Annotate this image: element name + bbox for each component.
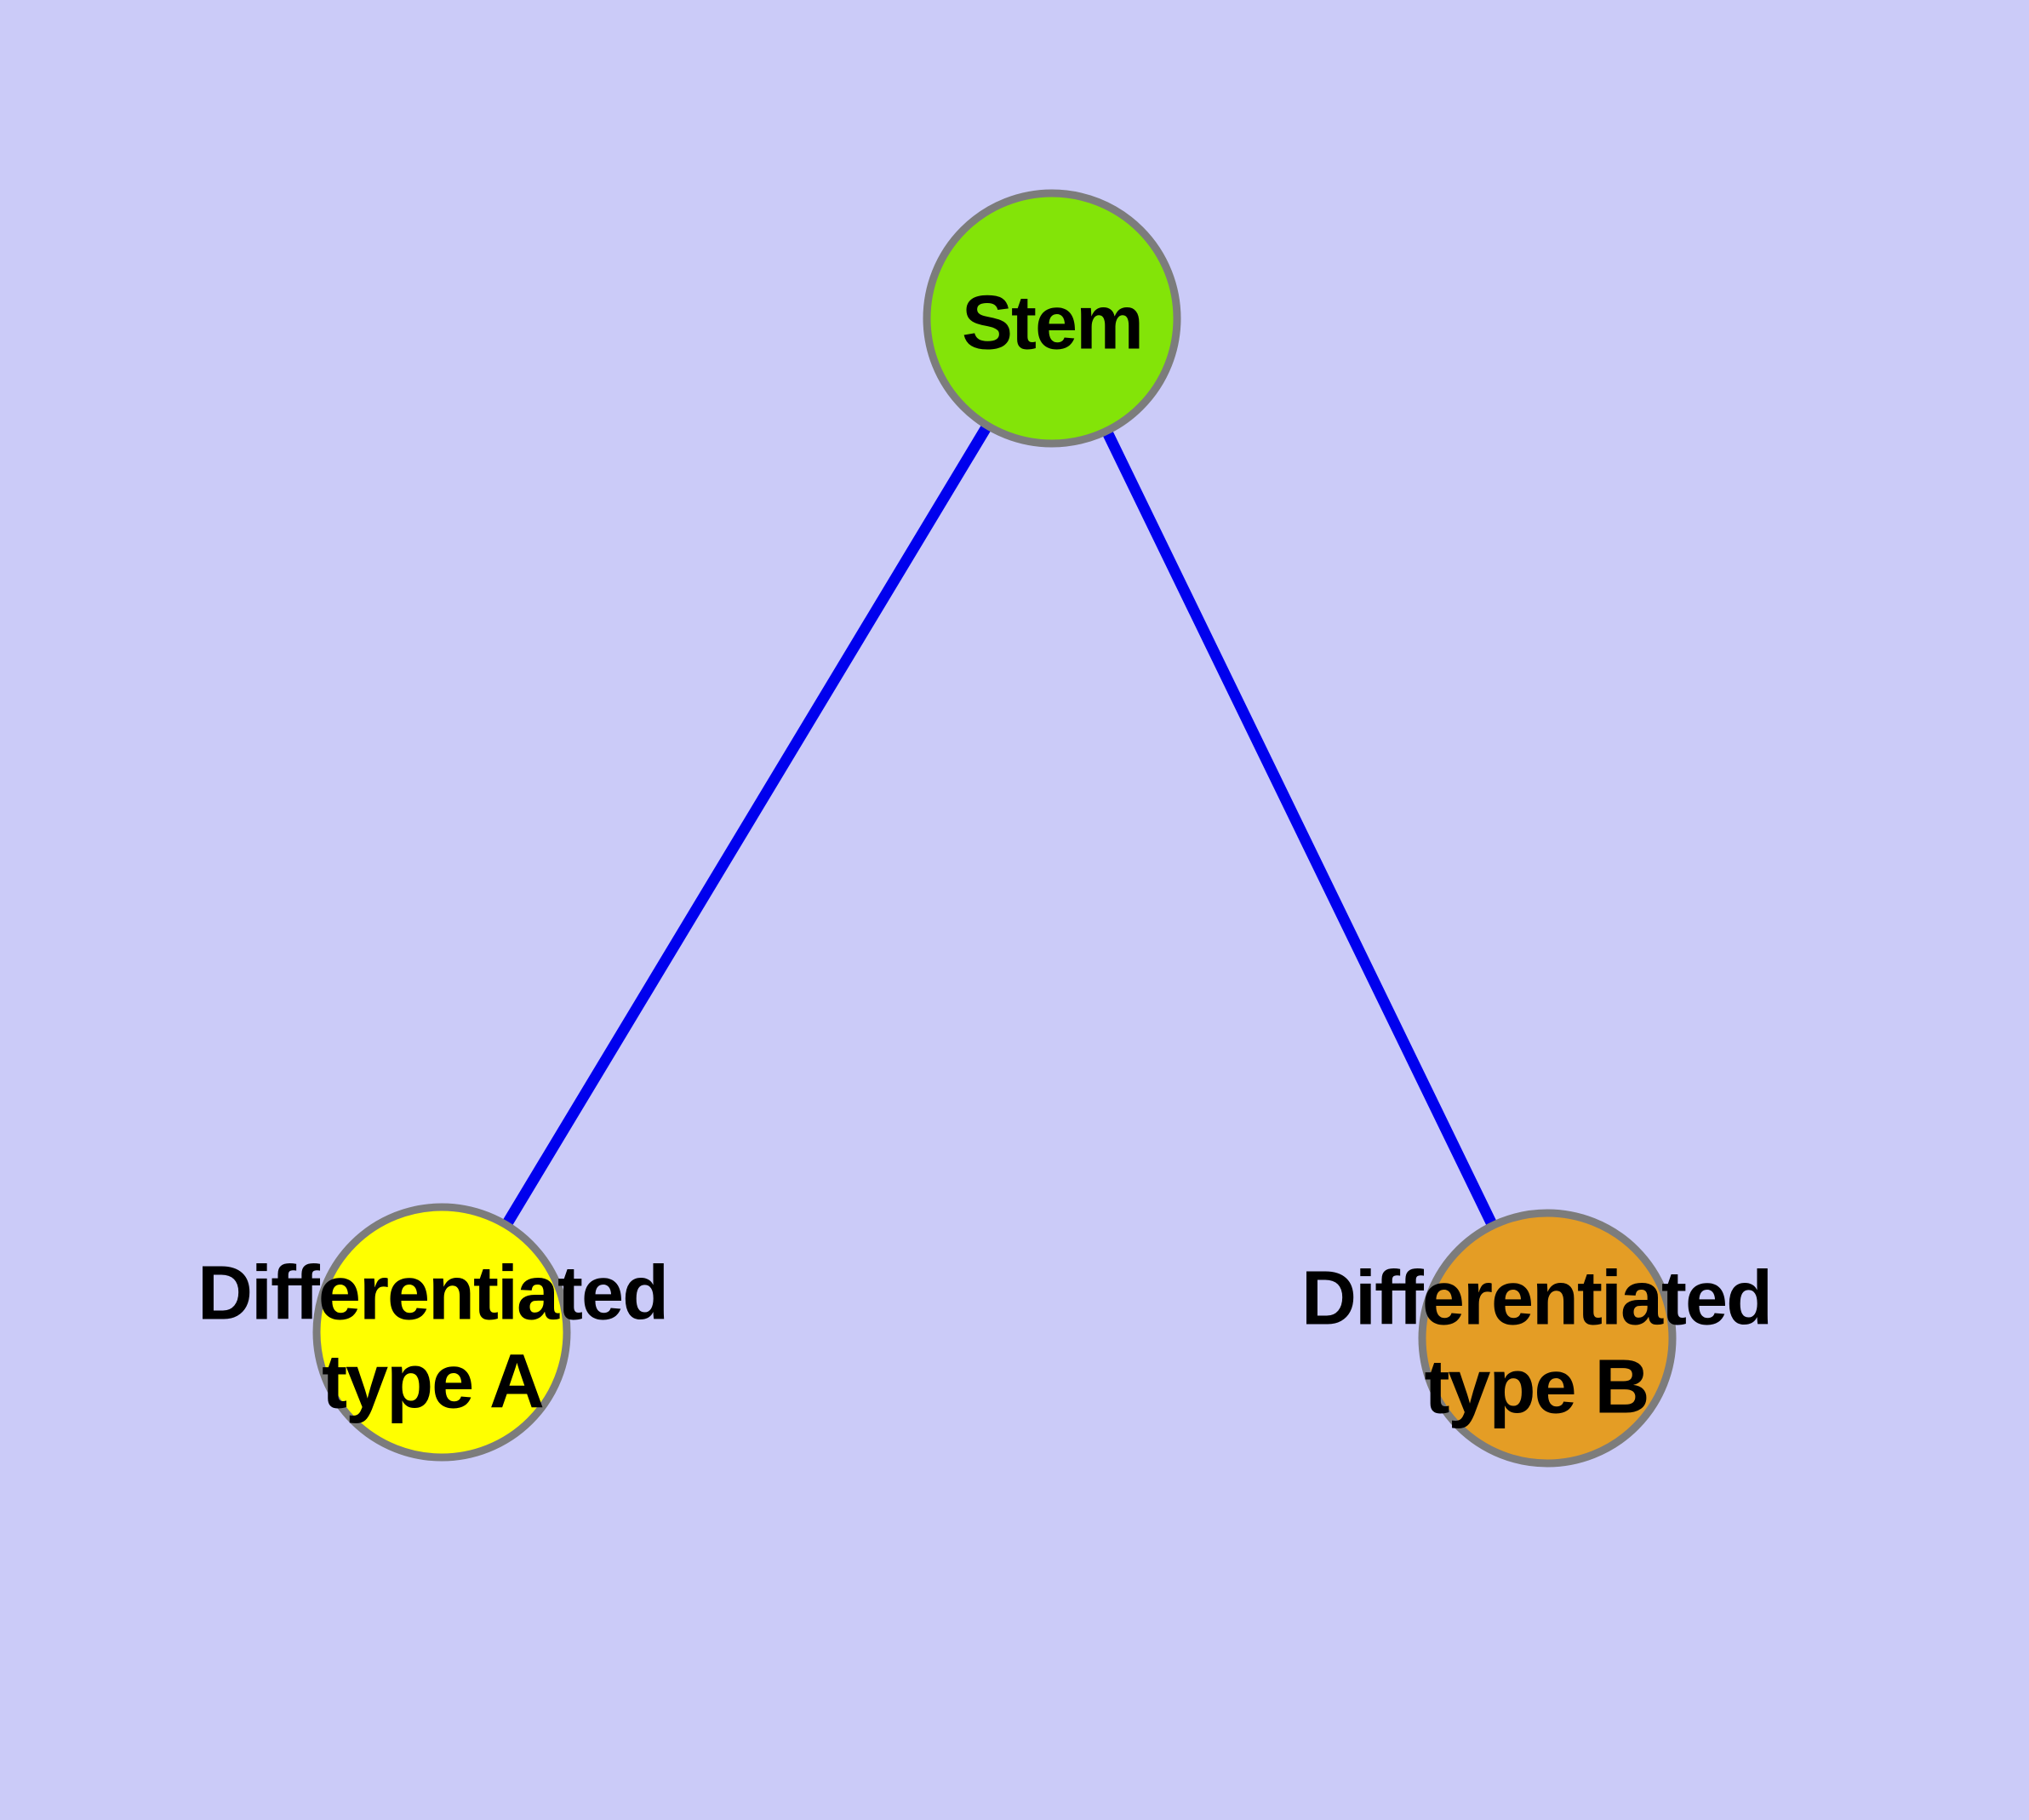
node-type-a-circle [312,1203,571,1462]
edge-stem-to-type-b [1047,316,1552,1341]
node-type-b-circle [1418,1209,1677,1468]
edge-stem-to-type-a [437,315,1057,1336]
node-stem-circle [923,189,1181,448]
